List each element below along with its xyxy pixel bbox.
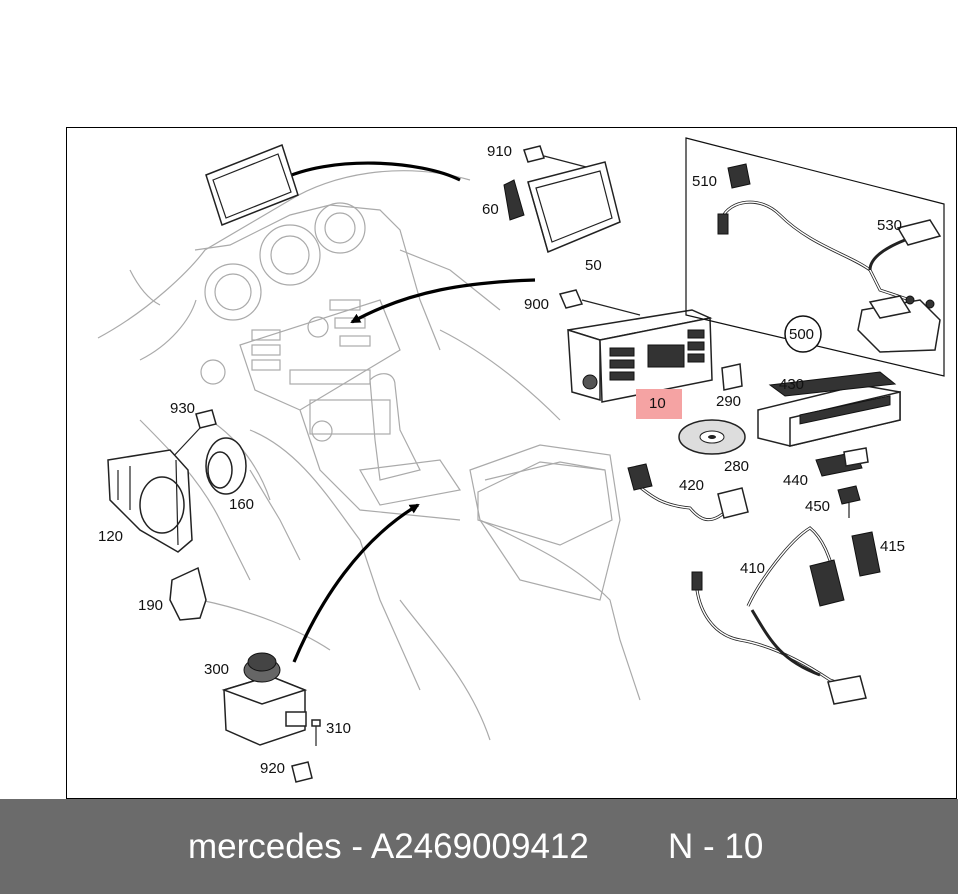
footer-position: N - 10 — [668, 827, 764, 866]
part-420-cable — [627, 463, 749, 522]
label-910: 910 — [487, 143, 512, 160]
part-415-module — [851, 531, 881, 577]
part-300-controller — [221, 652, 308, 746]
dash-display — [205, 144, 299, 226]
detail-box-500 — [685, 137, 945, 377]
part-10-head-unit — [567, 309, 713, 403]
label-50: 50 — [585, 257, 602, 274]
highlight-box — [636, 389, 682, 419]
label-930: 930 — [170, 400, 195, 417]
label-430: 430 — [779, 376, 804, 393]
part-430-usb-module — [757, 371, 901, 447]
label-450: 450 — [805, 498, 830, 515]
part-440-connector — [815, 447, 869, 477]
part-900-clip — [558, 289, 641, 316]
label-415: 415 — [880, 538, 905, 555]
label-500: 500 — [789, 326, 814, 343]
car-interior-sketch — [97, 170, 641, 741]
label-290: 290 — [716, 393, 741, 410]
label-10: 10 — [649, 395, 666, 412]
part-50-display — [527, 161, 621, 254]
part-910-clip — [523, 145, 591, 169]
label-510: 510 — [692, 173, 717, 190]
footer-bar: mercedes - A2469009412 N - 10 — [0, 799, 958, 894]
part-160-speaker — [205, 437, 247, 495]
part-920-clip — [291, 761, 313, 783]
part-280-disc — [678, 419, 746, 455]
footer-part-number: mercedes - A2469009412 — [188, 827, 589, 866]
part-190-cover — [169, 566, 207, 621]
part-410-harness — [691, 526, 867, 705]
part-290-card — [721, 363, 743, 391]
label-190: 190 — [138, 597, 163, 614]
label-160: 160 — [229, 496, 254, 513]
arrow-to-headunit — [350, 278, 536, 324]
label-420: 420 — [679, 477, 704, 494]
label-60: 60 — [482, 201, 499, 218]
arrow-to-controller — [292, 503, 420, 663]
part-310-screw — [311, 719, 321, 746]
label-530: 530 — [877, 217, 902, 234]
part-60-bracket — [503, 179, 525, 221]
label-410: 410 — [740, 560, 765, 577]
label-120: 120 — [98, 528, 123, 545]
label-900: 900 — [524, 296, 549, 313]
label-440: 440 — [783, 472, 808, 489]
label-920: 920 — [260, 760, 285, 777]
part-120-bracket — [107, 449, 193, 553]
label-310: 310 — [326, 720, 351, 737]
arrow-to-display — [278, 161, 461, 182]
part-450-clip — [837, 485, 861, 518]
label-280: 280 — [724, 458, 749, 475]
label-300: 300 — [204, 661, 229, 678]
